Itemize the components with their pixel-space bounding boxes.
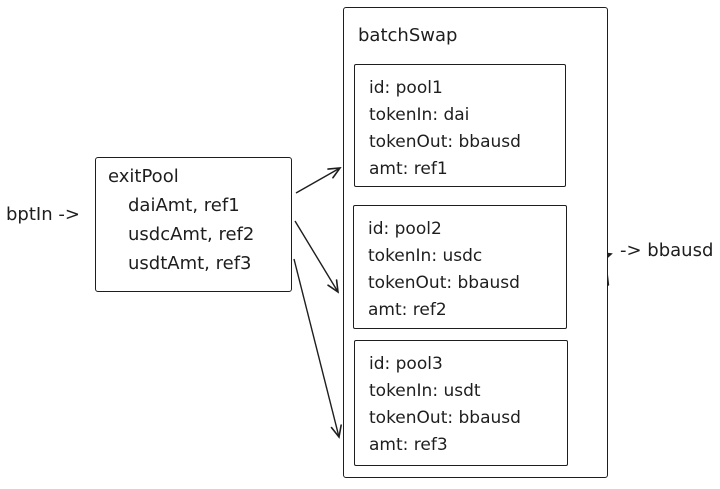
- arrow-exitpool-to-pool2: [294, 220, 340, 294]
- exitpool-node: exitPool daiAmt, ref1 usdcAmt, ref2 usdt…: [95, 157, 292, 292]
- pool3-id: id: pool3: [369, 354, 443, 374]
- bbausd-output-label: -> bbausd: [620, 240, 714, 261]
- pool1-token-in: tokenIn: dai: [369, 105, 470, 125]
- exitpool-args: daiAmt, ref1 usdcAmt, ref2 usdtAmt, ref3: [128, 191, 291, 278]
- exitpool-arg-usdc: usdcAmt, ref2: [128, 224, 255, 245]
- bptin-input-label: bptIn ->: [6, 204, 80, 225]
- exitpool-title: exitPool: [108, 166, 179, 187]
- exitpool-arg-usdt: usdtAmt, ref3: [128, 253, 252, 274]
- pool1-node: id: pool1 tokenIn: dai tokenOut: bbausd …: [354, 64, 566, 187]
- arrow-exitpool-to-pool3: [293, 258, 342, 439]
- arrow-exitpool-to-pool1: [295, 167, 342, 194]
- pool1-amt: amt: ref1: [369, 159, 448, 179]
- pool1-token-out: tokenOut: bbausd: [369, 132, 521, 152]
- pool1-id: id: pool1: [369, 78, 443, 98]
- batchswap-node: batchSwap id: pool1 tokenIn: dai tokenOu…: [343, 7, 608, 478]
- pool2-amt: amt: ref2: [368, 300, 447, 320]
- pool3-token-in: tokenIn: usdt: [369, 381, 481, 401]
- pool3-amt: amt: ref3: [369, 435, 448, 455]
- pool3-node: id: pool3 tokenIn: usdt tokenOut: bbausd…: [354, 340, 568, 466]
- pool2-id: id: pool2: [368, 219, 442, 239]
- pool2-token-out: tokenOut: bbausd: [368, 273, 520, 293]
- batchswap-title: batchSwap: [358, 25, 458, 46]
- pool2-node: id: pool2 tokenIn: usdc tokenOut: bbausd…: [353, 205, 567, 329]
- exitpool-arg-dai: daiAmt, ref1: [128, 195, 240, 216]
- pool3-token-out: tokenOut: bbausd: [369, 408, 521, 428]
- pool2-token-in: tokenIn: usdc: [368, 246, 483, 266]
